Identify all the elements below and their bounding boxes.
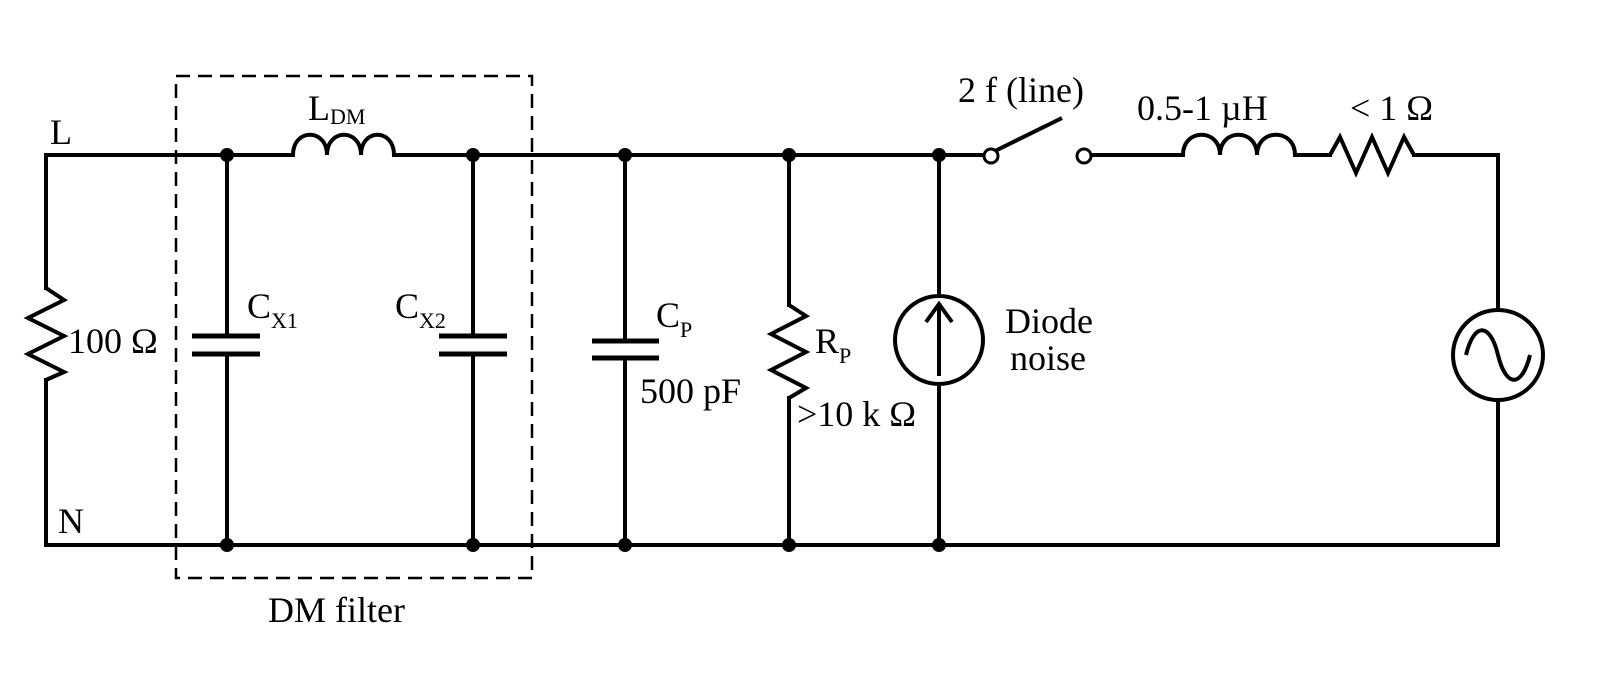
capacitor-icon bbox=[439, 333, 507, 357]
resistor-icon bbox=[23, 286, 69, 382]
capacitor-icon bbox=[592, 338, 659, 361]
inductance-label: 0.5-1 µH bbox=[1137, 88, 1268, 128]
capacitor-icon bbox=[192, 333, 260, 357]
rp-label: RP bbox=[815, 321, 851, 368]
dm-filter-box bbox=[174, 74, 534, 580]
capacitor-cx2 bbox=[439, 153, 507, 547]
resistor-icon bbox=[766, 303, 811, 400]
cx1-label: CX1 bbox=[247, 286, 298, 333]
junction-dots bbox=[220, 148, 946, 552]
ac-source-icon bbox=[1451, 308, 1545, 402]
diode-noise-label-1: Diode bbox=[1005, 301, 1093, 341]
switch-label: 2 f (line) bbox=[958, 70, 1084, 110]
inductor-icon bbox=[291, 132, 396, 156]
switch-icon bbox=[982, 116, 1093, 165]
capacitor-cx1 bbox=[192, 153, 260, 547]
ac-source bbox=[1451, 153, 1545, 547]
cx2-label: CX2 bbox=[395, 286, 446, 333]
inductor-icon bbox=[1181, 132, 1297, 156]
r100-label: 100 Ω bbox=[68, 321, 158, 361]
resistor-icon bbox=[1328, 132, 1416, 178]
current-source-icon bbox=[893, 294, 985, 386]
rp-value-label: >10 k Ω bbox=[797, 394, 916, 434]
neutral-label: N bbox=[58, 501, 84, 541]
resistance-label: < 1 Ω bbox=[1350, 88, 1433, 128]
capacitor-cp bbox=[592, 153, 659, 547]
cp-label: CP bbox=[656, 295, 692, 342]
diode-noise-label-2: noise bbox=[1010, 338, 1086, 378]
cp-value-label: 500 pF bbox=[640, 371, 741, 411]
ldm-label: LDM bbox=[308, 88, 365, 129]
resistor-rp bbox=[766, 153, 811, 547]
resistor-100-ohm bbox=[23, 153, 69, 547]
diode-noise-source bbox=[893, 153, 985, 547]
line-label: L bbox=[50, 112, 72, 152]
dm-filter-label: DM filter bbox=[268, 590, 405, 630]
